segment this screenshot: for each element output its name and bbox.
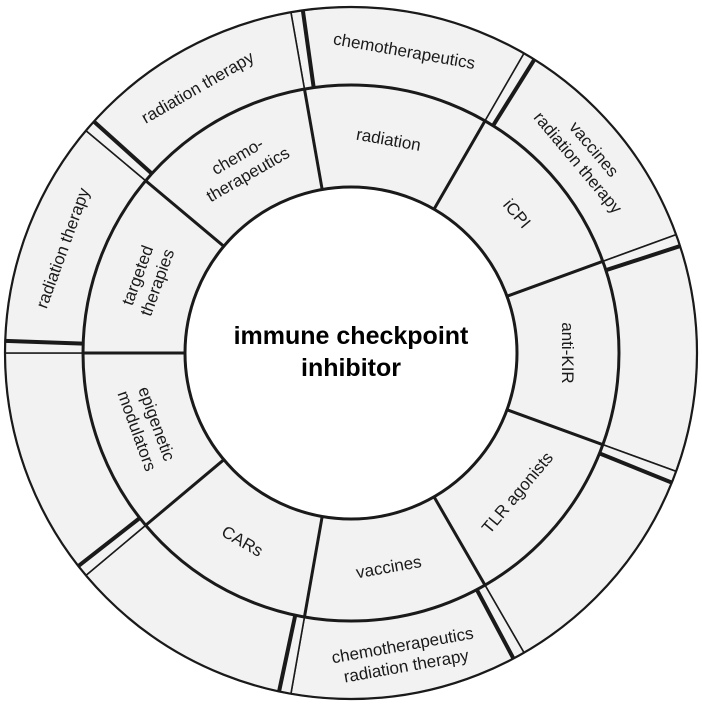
inner-divider bbox=[506, 259, 604, 298]
inner-divider bbox=[432, 120, 487, 210]
outer-divider bbox=[77, 516, 142, 568]
inner-divider bbox=[506, 408, 604, 447]
outer-divider bbox=[5, 338, 84, 346]
outer-divider bbox=[277, 614, 298, 692]
outer-divider bbox=[300, 10, 316, 88]
inner-divider bbox=[144, 458, 225, 527]
center-title-line-2: inhibitor bbox=[301, 354, 401, 382]
inner-divider bbox=[144, 179, 225, 248]
outer-divider bbox=[491, 58, 537, 127]
outer-divider bbox=[598, 451, 673, 485]
inner-segment-label: anti-KIR bbox=[558, 322, 577, 383]
inner-segment-label-line: anti-KIR bbox=[558, 322, 577, 383]
inner-divider bbox=[302, 88, 324, 190]
inner-divider bbox=[432, 496, 487, 586]
inner-divider bbox=[302, 516, 324, 618]
outer-divider bbox=[92, 119, 154, 176]
outer-divider bbox=[605, 244, 681, 273]
center-title-line-1: immune checkpoint bbox=[234, 322, 469, 350]
wheel-segments bbox=[3, 5, 699, 701]
outer-divider bbox=[475, 588, 516, 660]
center-circle bbox=[183, 185, 519, 521]
outer-ring-border bbox=[3, 5, 699, 701]
